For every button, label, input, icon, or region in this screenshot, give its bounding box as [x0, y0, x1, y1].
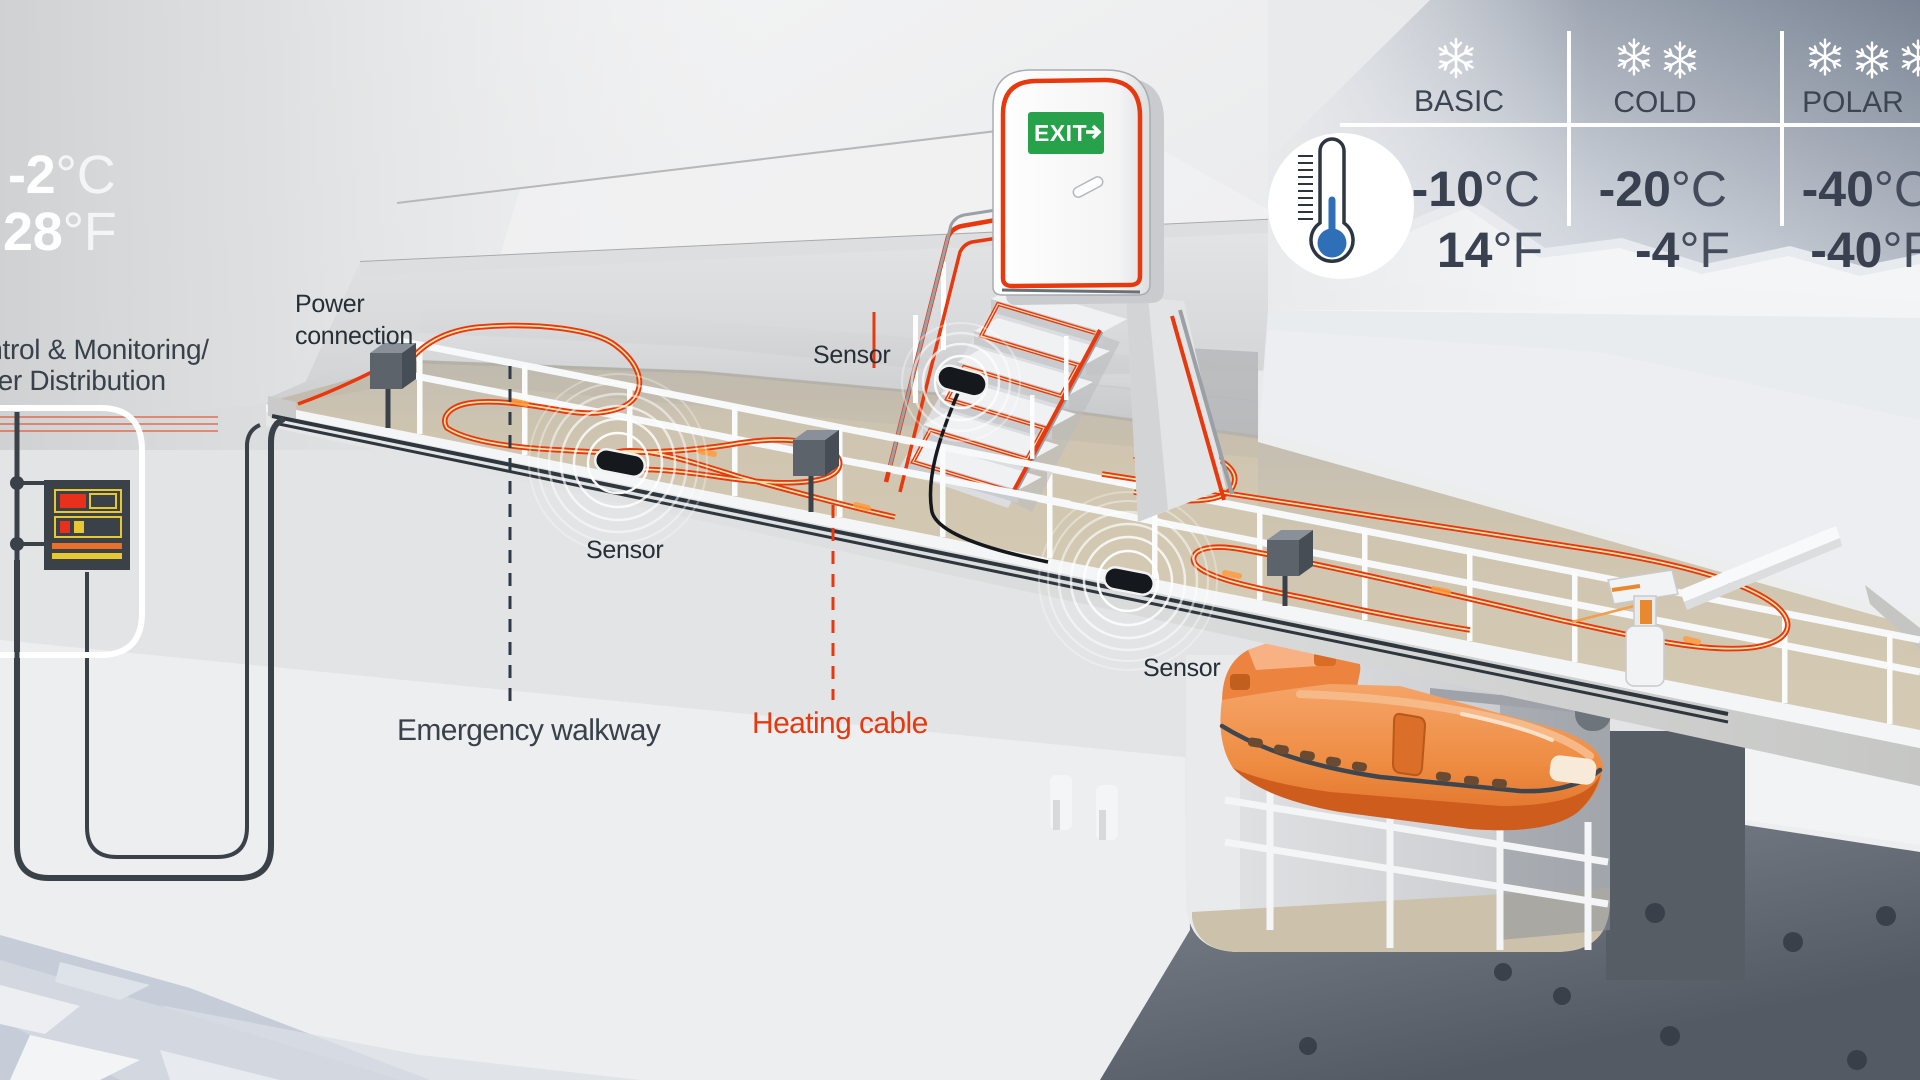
svg-text:Control & Monitoring/: Control & Monitoring/: [0, 334, 209, 365]
svg-text:28°F: 28°F: [3, 202, 116, 262]
svg-text:Heating cable: Heating cable: [752, 707, 928, 740]
svg-text:Power: Power: [295, 290, 364, 318]
svg-text:Power Distribution: Power Distribution: [0, 365, 166, 396]
svg-text:-40°C: -40°C: [1802, 161, 1920, 217]
svg-text:Emergency walkway: Emergency walkway: [397, 714, 661, 747]
svg-text:-10°C: -10°C: [1412, 161, 1540, 217]
svg-text:-4°F: -4°F: [1635, 222, 1730, 278]
svg-text:EXIT: EXIT: [1034, 120, 1087, 146]
svg-text:BASIC: BASIC: [1414, 85, 1504, 118]
svg-text:COLD: COLD: [1613, 86, 1696, 119]
svg-text:-2°C: -2°C: [8, 145, 115, 205]
svg-text:-20°C: -20°C: [1599, 161, 1727, 217]
svg-text:Sensor: Sensor: [586, 536, 663, 564]
svg-text:POLAR: POLAR: [1802, 86, 1904, 119]
svg-text:Sensor: Sensor: [813, 341, 890, 369]
svg-text:14°F: 14°F: [1437, 222, 1543, 278]
svg-text:connection: connection: [295, 322, 413, 350]
svg-text:Sensor: Sensor: [1143, 654, 1220, 682]
svg-text:-40°F: -40°F: [1810, 222, 1920, 278]
